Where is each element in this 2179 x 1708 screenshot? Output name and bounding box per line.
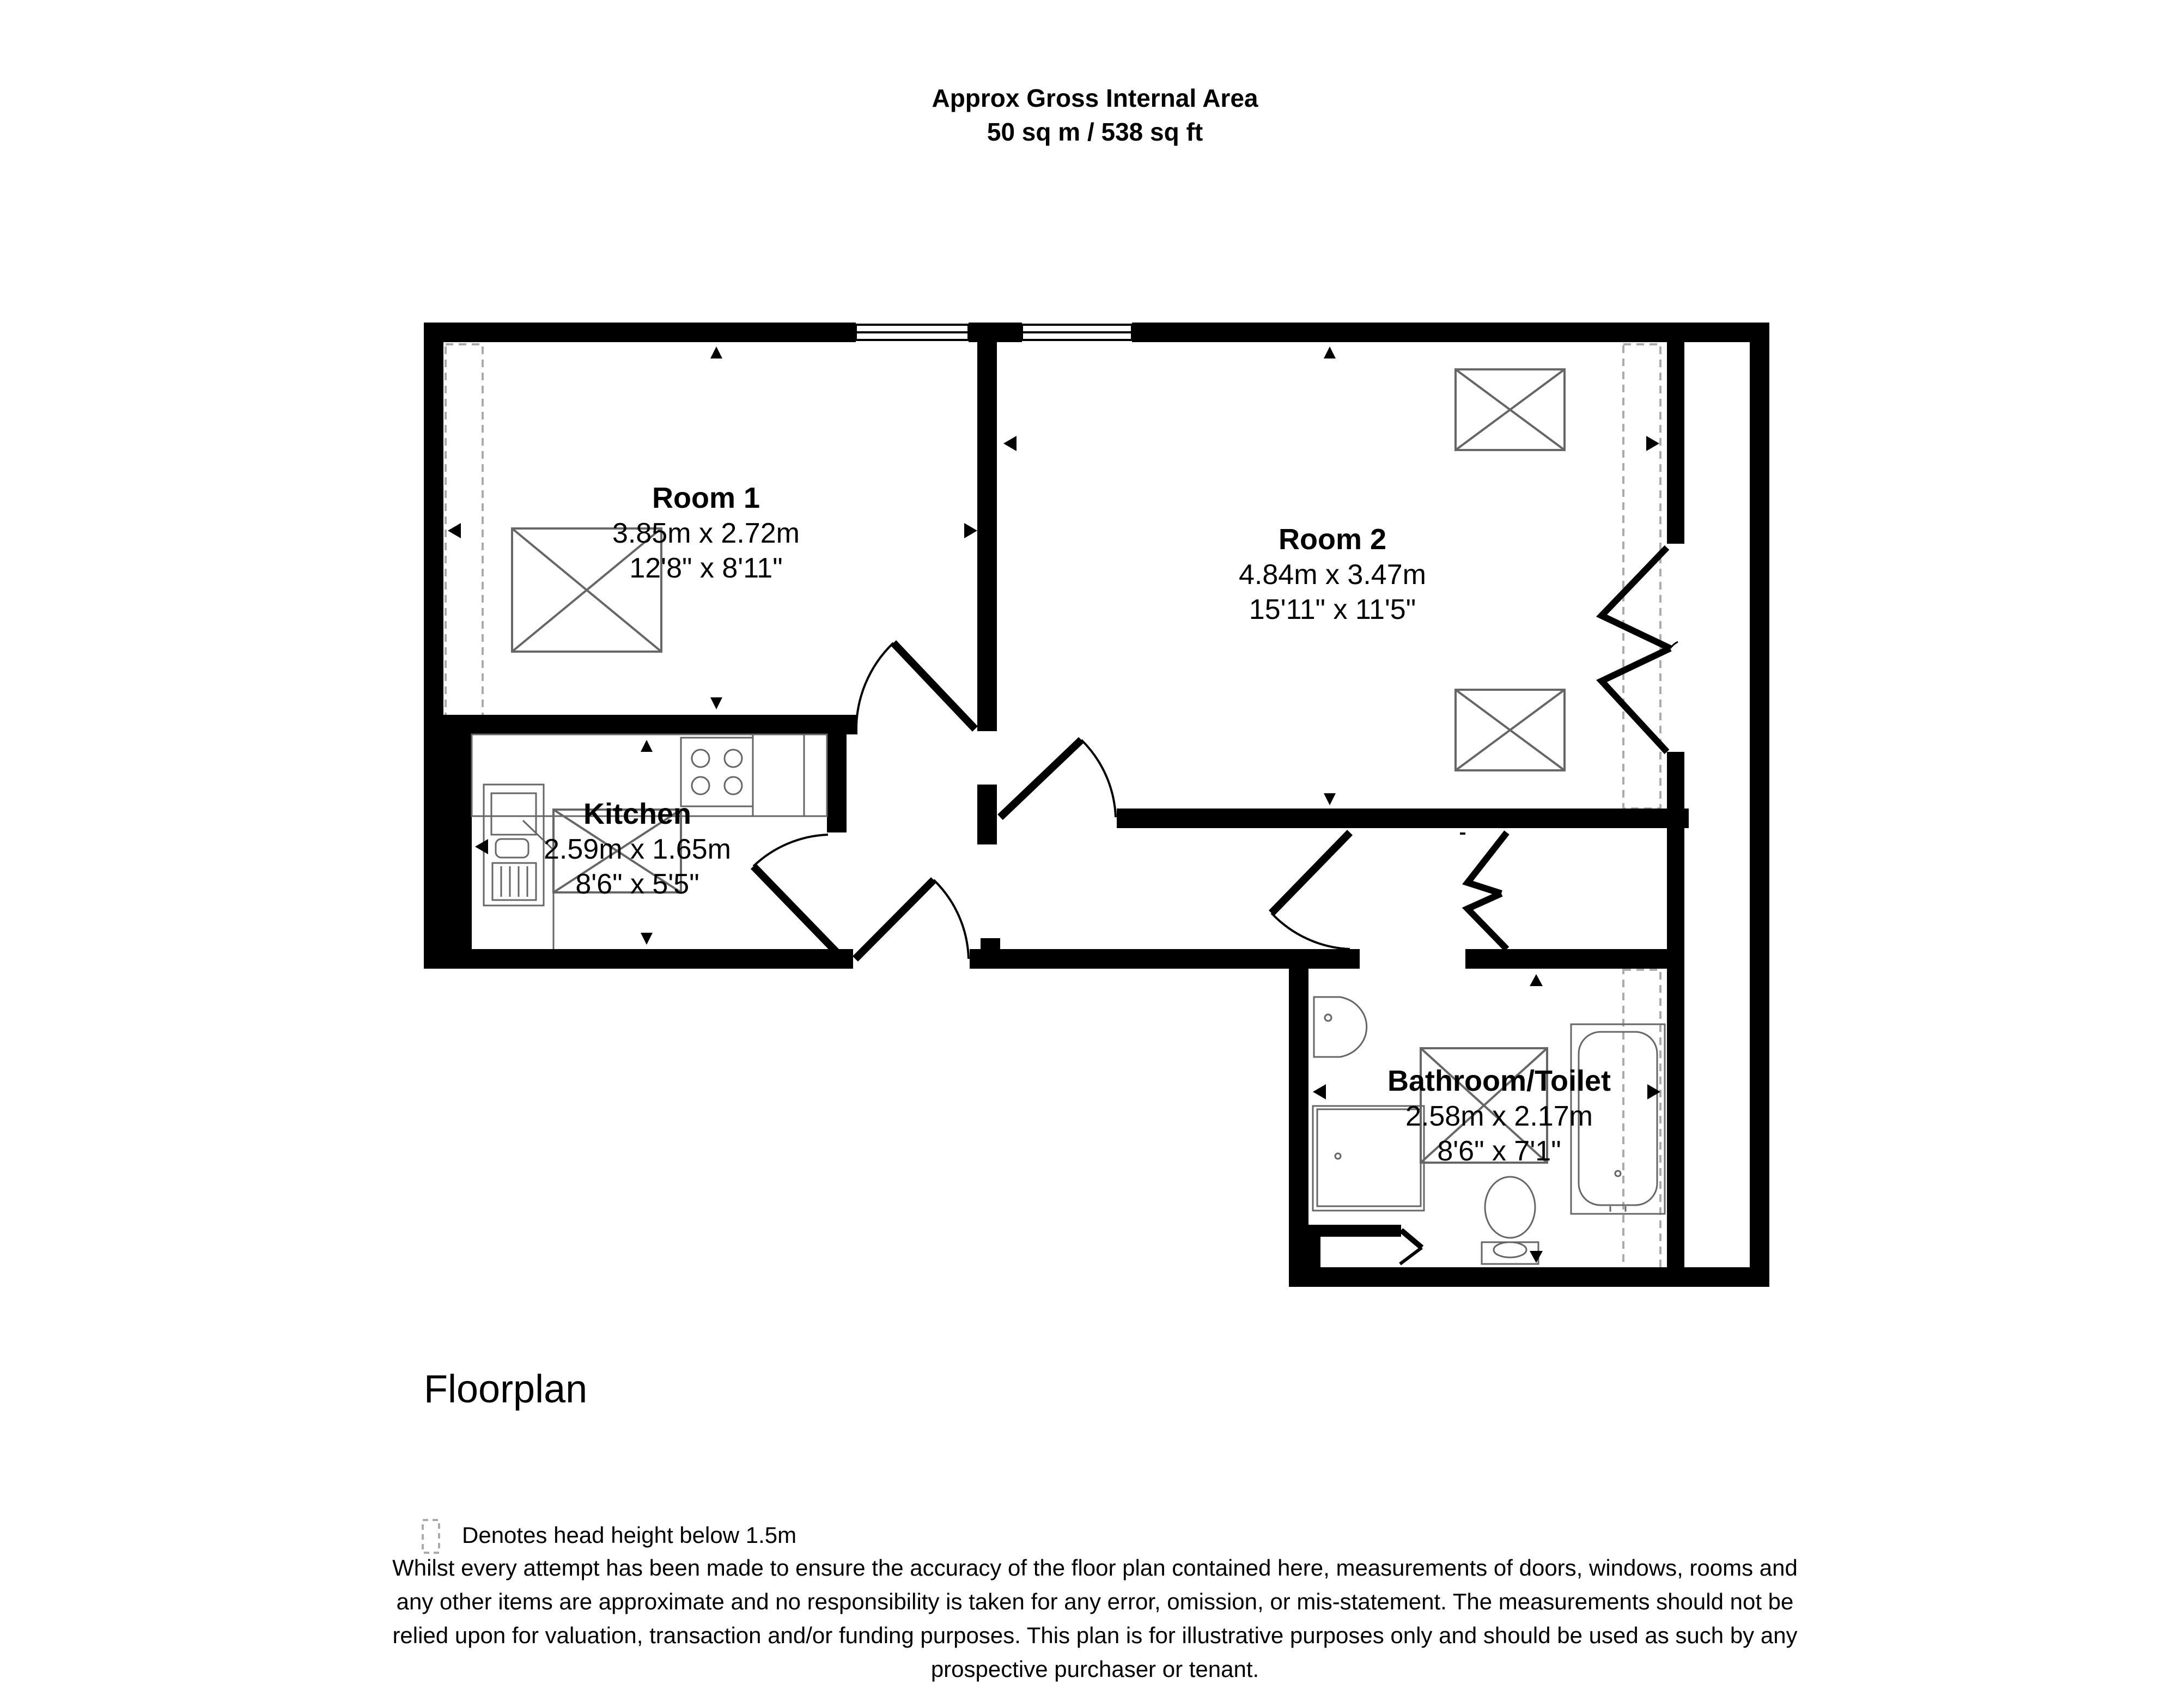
room-1-name: Room 1: [652, 482, 760, 514]
walls: [424, 323, 1769, 1287]
dashed-rectangle-icon: [422, 1519, 440, 1554]
room-room-1: Room 1 3.85m x 2.72m 12'8" x 8'11": [612, 482, 800, 584]
basin: [1313, 996, 1368, 1058]
disclaimer-line: any other items are approximate and no r…: [397, 1589, 1794, 1614]
room-room-2: Room 2 4.84m x 3.47m 15'11" x 11'5": [1239, 523, 1426, 625]
kitchen-imperial: 8'6" x 5'5": [575, 868, 699, 900]
kitchen-name: Kitchen: [583, 798, 691, 830]
disclaimer-line: prospective purchaser or tenant.: [931, 1656, 1259, 1682]
kitchen-fixtures: [471, 733, 828, 949]
disclaimer: Whilst every attempt has been made to en…: [392, 1555, 1798, 1682]
bathroom-imperial: 8'6" x 7'1": [1437, 1135, 1561, 1167]
disclaimer-line: relied upon for valuation, transaction a…: [392, 1622, 1797, 1648]
floor-label: Floorplan: [424, 1367, 587, 1411]
room-1-imperial: 12'8" x 8'11": [629, 552, 782, 584]
legend-text: Denotes head height below 1.5m: [462, 1522, 796, 1548]
disclaimer-line: Whilst every attempt has been made to en…: [392, 1555, 1798, 1581]
toilet: [1484, 1176, 1536, 1239]
windows: [855, 324, 1133, 341]
bathroom-name: Bathroom/Toilet: [1387, 1065, 1611, 1097]
bathroom-fixtures: [1312, 996, 1666, 1265]
room-2-imperial: 15'11" x 11'5": [1249, 594, 1416, 625]
header-area: 50 sq m / 538 sq ft: [987, 118, 1203, 146]
hob: [680, 737, 754, 807]
room-1-metric: 3.85m x 2.72m: [612, 518, 800, 549]
room-2-name: Room 2: [1279, 523, 1386, 556]
shower: [1316, 1108, 1422, 1207]
skylights: [511, 368, 1566, 1164]
kitchen-metric: 2.59m x 1.65m: [544, 834, 731, 865]
room-kitchen: Kitchen 2.59m x 1.65m 8'6" x 5'5": [544, 798, 731, 900]
header-title: Approx Gross Internal Area: [932, 84, 1258, 112]
doors: [750, 545, 1678, 1266]
room-2-metric: 4.84m x 3.47m: [1239, 559, 1426, 591]
bathroom-metric: 2.58m x 2.17m: [1405, 1101, 1593, 1132]
bath: [1570, 1023, 1666, 1215]
room-bathroom: Bathroom/Toilet 2.58m x 2.17m 8'6" x 7'1…: [1387, 1065, 1611, 1167]
measurement-arrows: [448, 347, 1660, 1263]
